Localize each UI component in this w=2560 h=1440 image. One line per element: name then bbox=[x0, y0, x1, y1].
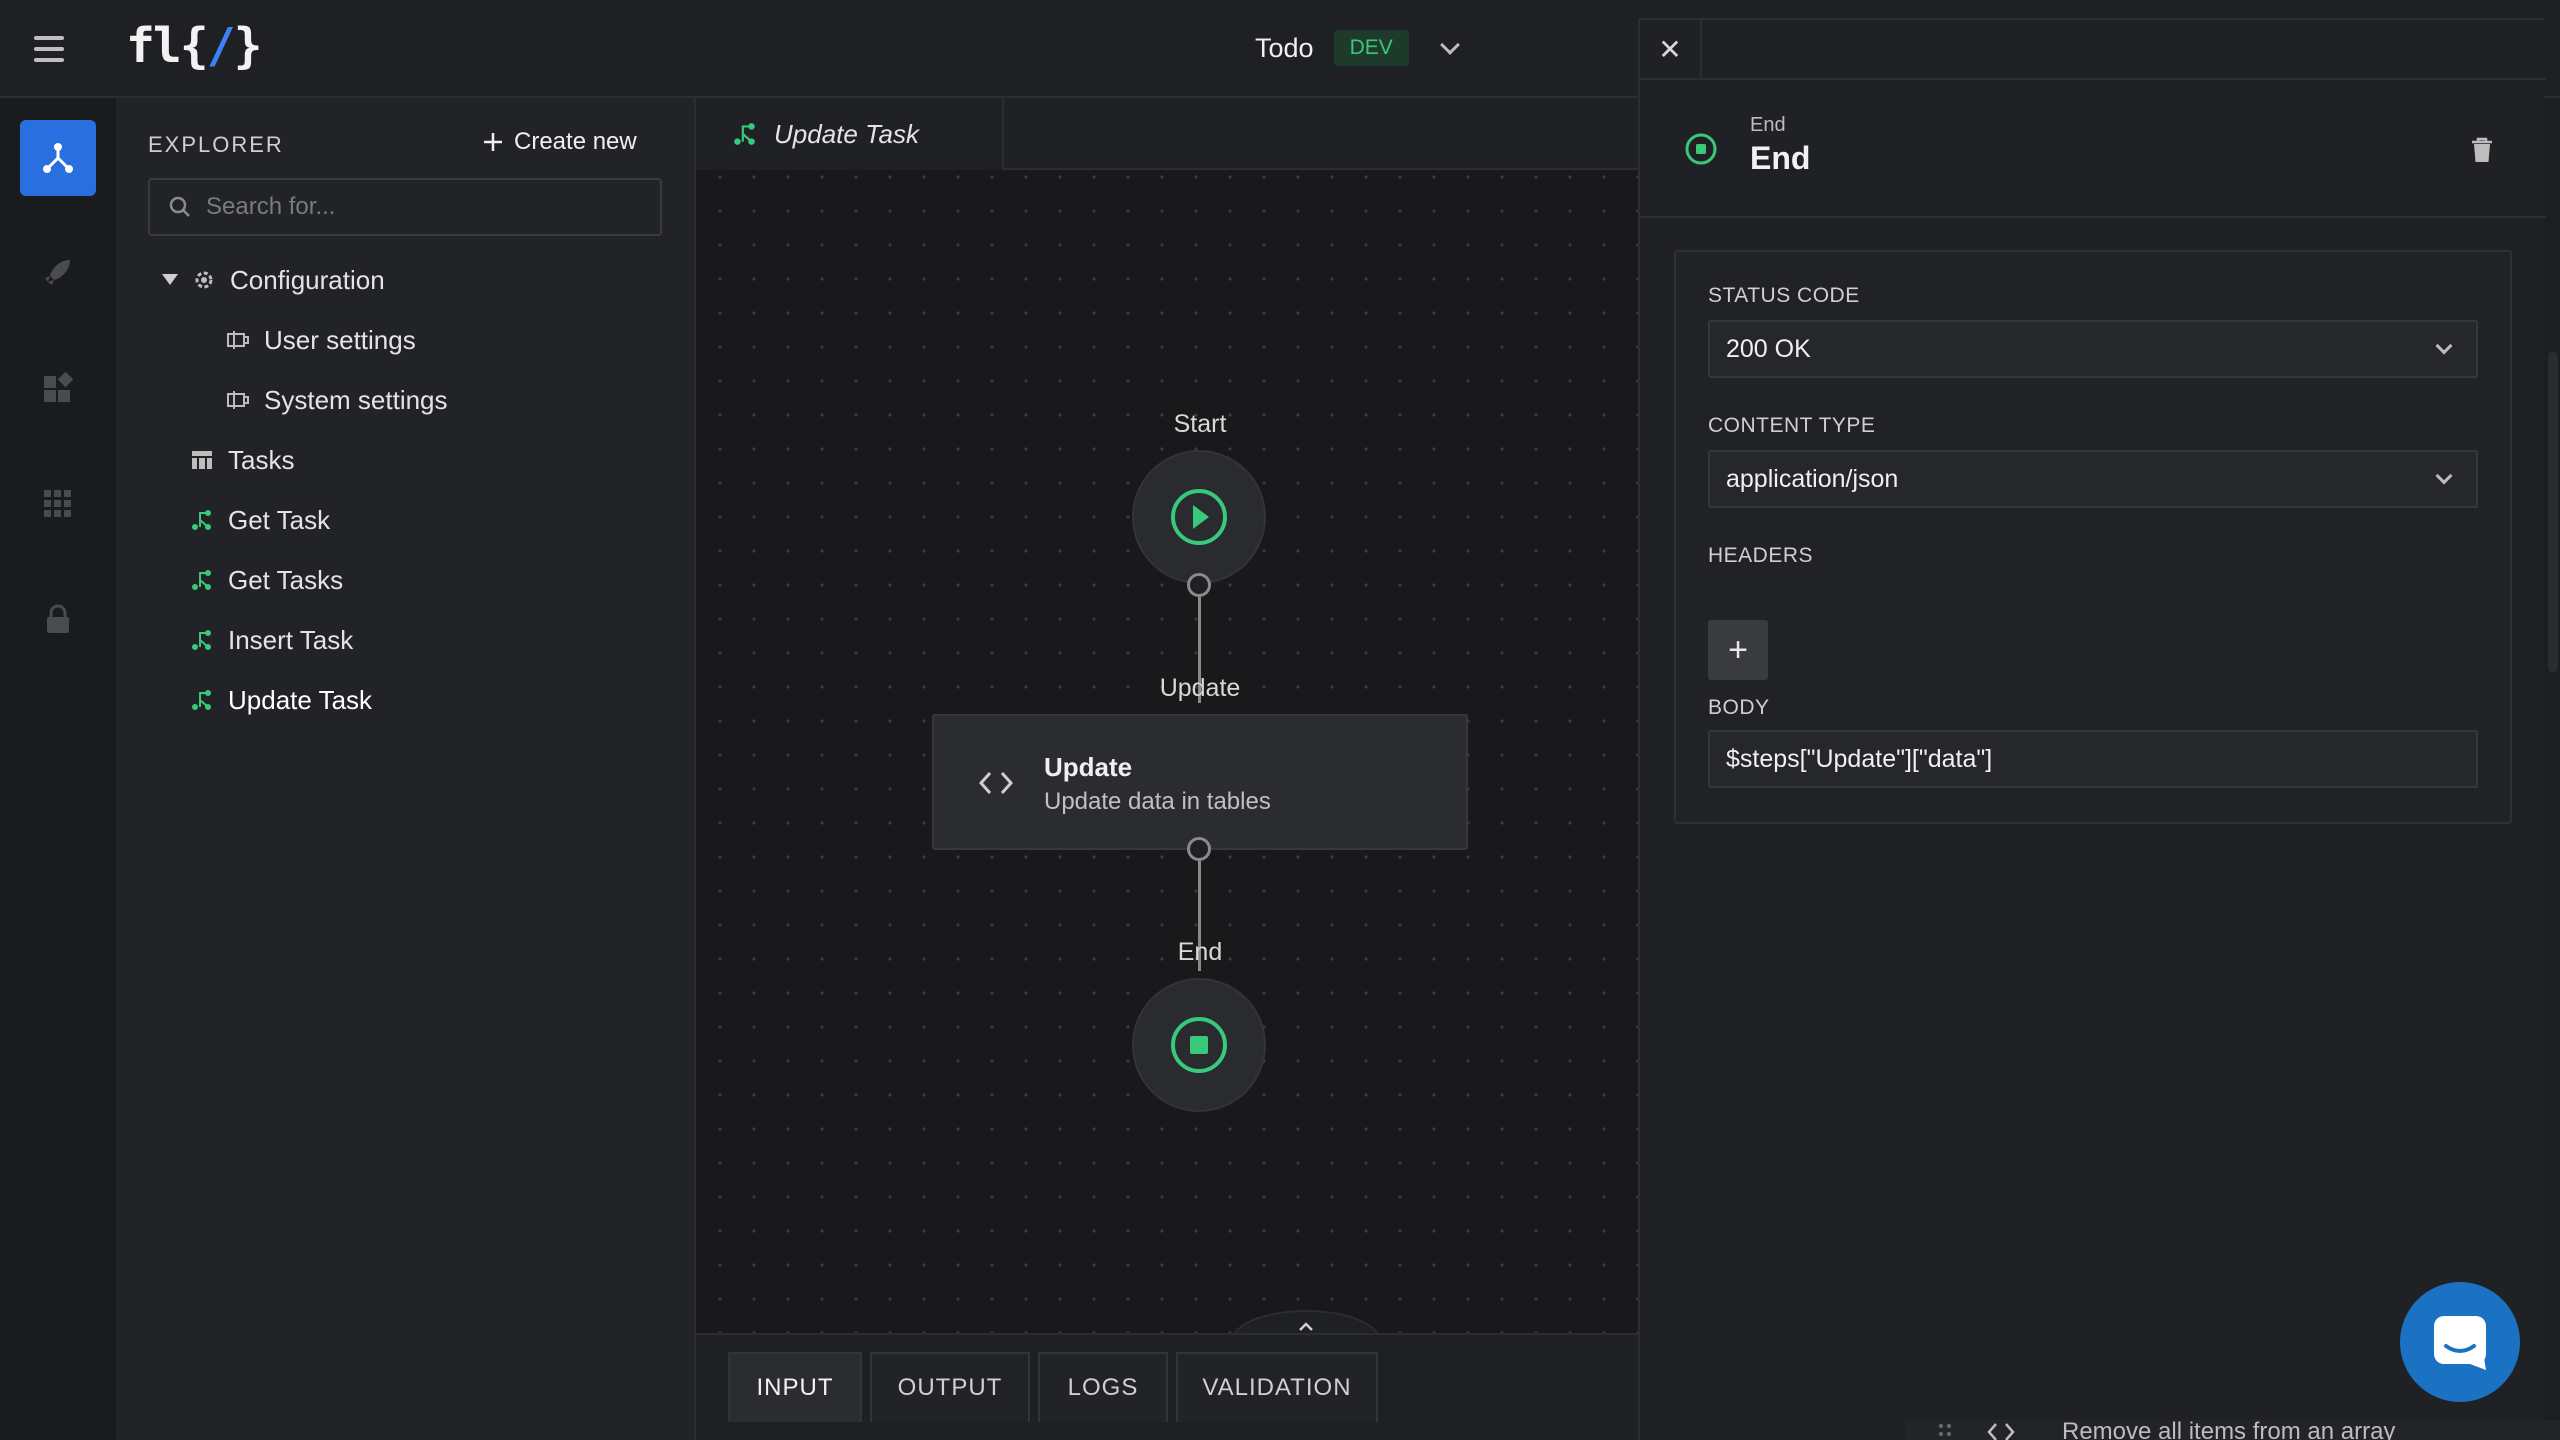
edge-start-update bbox=[1198, 597, 1201, 703]
chevron-up-icon bbox=[1299, 1322, 1313, 1331]
tree-item-user-settings[interactable]: User settings bbox=[226, 320, 416, 360]
tree-item-configuration[interactable]: Configuration bbox=[162, 260, 385, 300]
status-code-select[interactable]: 200 OK bbox=[1708, 320, 2478, 378]
flow-icon bbox=[192, 570, 211, 590]
node-title: End bbox=[1750, 140, 1811, 176]
add-header-button[interactable]: + bbox=[1708, 620, 1768, 680]
chat-icon bbox=[2434, 1316, 2486, 1370]
tab-output[interactable]: OUTPUT bbox=[870, 1352, 1030, 1422]
headers-label: HEADERS bbox=[1708, 544, 1814, 567]
trash-icon[interactable] bbox=[2470, 136, 2494, 164]
flow-icon bbox=[734, 123, 755, 145]
rail-security-button[interactable] bbox=[20, 582, 96, 658]
end-node[interactable] bbox=[1132, 978, 1266, 1112]
tree-item-get-tasks[interactable]: Get Tasks bbox=[190, 560, 343, 600]
chat-support-button[interactable] bbox=[2400, 1282, 2520, 1402]
close-icon[interactable]: ✕ bbox=[1640, 20, 1702, 80]
widgets-icon bbox=[44, 371, 74, 402]
body-label: BODY bbox=[1708, 696, 1770, 719]
flow-icon bbox=[192, 690, 211, 710]
tab-logs[interactable]: LOGS bbox=[1038, 1352, 1168, 1422]
play-icon bbox=[1171, 489, 1227, 545]
content-type-select[interactable]: application/json bbox=[1708, 450, 2478, 508]
rail-flows-button[interactable] bbox=[20, 120, 96, 196]
rail-widgets-button[interactable] bbox=[20, 350, 96, 426]
flow-icon bbox=[43, 143, 73, 173]
step-subtitle: Update data in tables bbox=[1044, 788, 1271, 815]
caret-down-icon bbox=[162, 274, 178, 285]
settings-form-icon bbox=[227, 391, 249, 409]
end-node-label: End bbox=[1177, 938, 1223, 966]
stop-icon bbox=[1171, 1017, 1227, 1073]
editor-tabs: Update Task bbox=[696, 98, 1638, 170]
code-icon bbox=[978, 771, 1014, 795]
content-type-label: CONTENT TYPE bbox=[1708, 414, 1876, 437]
update-step-node[interactable]: Update Update data in tables bbox=[932, 714, 1468, 850]
step-list-peek: Remove all items from an array bbox=[1906, 1420, 2560, 1440]
apps-grid-icon bbox=[44, 490, 71, 517]
stop-icon bbox=[1685, 133, 1717, 165]
plus-icon bbox=[484, 133, 502, 151]
rail-deploy-button[interactable] bbox=[20, 234, 96, 310]
tree-item-update-task[interactable]: Update Task bbox=[190, 680, 372, 720]
search-input[interactable] bbox=[206, 193, 626, 221]
flow-icon bbox=[192, 630, 211, 650]
table-icon bbox=[192, 451, 212, 469]
explorer-title: EXPLORER bbox=[148, 132, 284, 157]
step-title: Update bbox=[1044, 752, 1133, 782]
update-node-label: Update bbox=[1159, 674, 1241, 702]
settings-form-icon bbox=[227, 331, 249, 349]
search-icon bbox=[169, 196, 190, 217]
tab-input[interactable]: INPUT bbox=[728, 1352, 862, 1422]
project-selector[interactable]: Todo DEV bbox=[1255, 30, 1460, 66]
menu-icon[interactable] bbox=[34, 36, 64, 62]
edge-update-end bbox=[1198, 861, 1201, 971]
search-box bbox=[148, 178, 662, 236]
panel-divider bbox=[1702, 78, 2546, 80]
start-node[interactable] bbox=[1132, 450, 1266, 584]
project-name: Todo bbox=[1255, 32, 1314, 63]
code-icon bbox=[1987, 1423, 2015, 1440]
rocket-icon bbox=[45, 260, 70, 285]
tree-item-insert-task[interactable]: Insert Task bbox=[190, 620, 353, 660]
tree-item-get-task[interactable]: Get Task bbox=[190, 500, 330, 540]
end-node-form: STATUS CODE 200 OK CONTENT TYPE applicat… bbox=[1674, 250, 2512, 824]
drag-handle-icon[interactable] bbox=[1936, 1422, 1954, 1440]
chevron-down-icon[interactable] bbox=[1439, 35, 1460, 55]
tab-update-task[interactable]: Update Task bbox=[696, 98, 1004, 170]
env-badge: DEV bbox=[1333, 30, 1409, 66]
body-input[interactable]: $steps["Update"]["data"] bbox=[1708, 730, 2478, 788]
rail-apps-button[interactable] bbox=[20, 466, 96, 542]
chevron-down-icon bbox=[2435, 467, 2453, 485]
left-rail bbox=[0, 98, 116, 1440]
node-properties-panel: ✕ End End STATUS CODE 200 OK CONTENT TYP… bbox=[1638, 18, 2546, 1440]
app-logo: fl{/} bbox=[126, 18, 263, 74]
chevron-down-icon bbox=[2435, 337, 2453, 355]
panel-scrollbar[interactable] bbox=[2548, 352, 2558, 672]
start-node-label: Start bbox=[1173, 410, 1227, 438]
lock-icon bbox=[47, 604, 69, 633]
gear-icon bbox=[195, 271, 213, 289]
explorer-panel: EXPLORER Create new Configuration User s… bbox=[116, 98, 696, 1440]
panel-header-divider bbox=[1640, 216, 2546, 218]
start-output-connector[interactable] bbox=[1187, 573, 1211, 597]
tree-item-system-settings[interactable]: System settings bbox=[226, 380, 448, 420]
create-new-button[interactable]: Create new bbox=[482, 128, 637, 156]
node-type-label: End bbox=[1750, 114, 1786, 136]
flow-icon bbox=[192, 510, 211, 530]
update-output-connector[interactable] bbox=[1187, 837, 1211, 861]
tree-item-tasks[interactable]: Tasks bbox=[190, 440, 294, 480]
tab-validation[interactable]: VALIDATION bbox=[1176, 1352, 1378, 1422]
step-list-item-text: Remove all items from an array bbox=[2062, 1420, 2396, 1440]
status-code-label: STATUS CODE bbox=[1708, 284, 1860, 307]
